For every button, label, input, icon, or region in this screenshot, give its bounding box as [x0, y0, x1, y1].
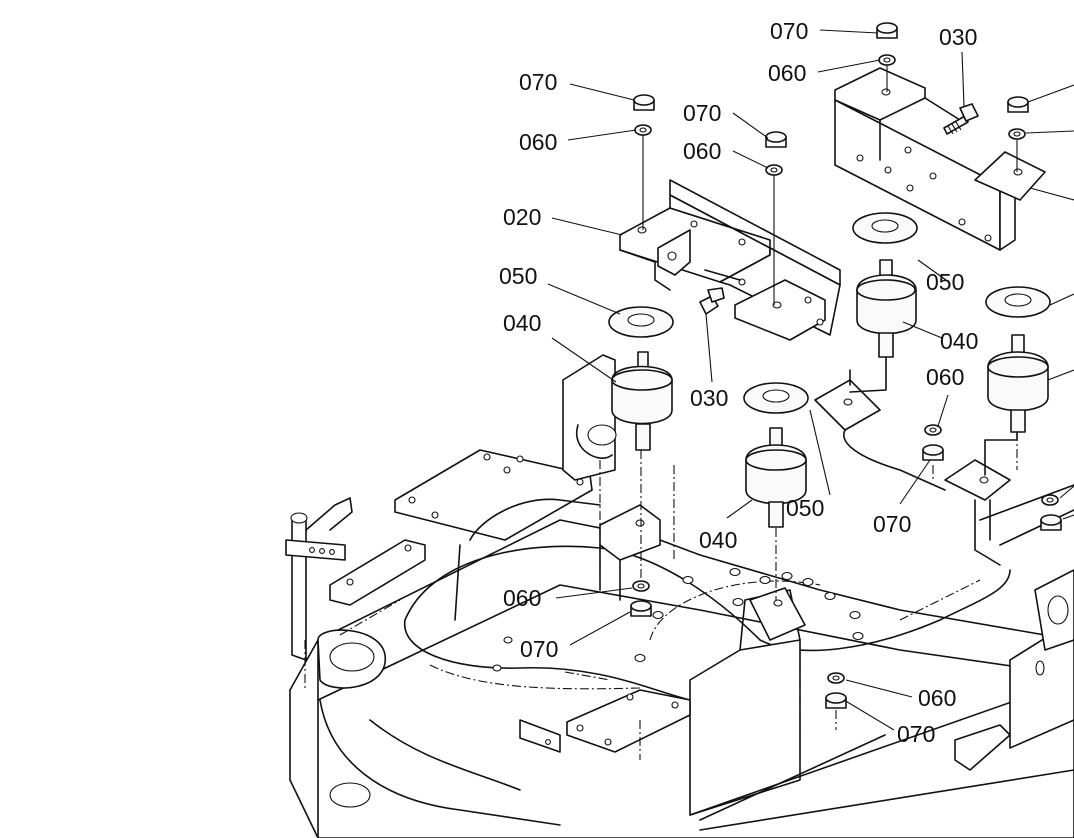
callout-c12: 050	[926, 269, 964, 295]
callout-c19: 070	[520, 636, 558, 662]
callout-labels: 070 060 030 070 060 070 060 020 050 040 …	[499, 18, 978, 747]
callout-c15: 050	[786, 495, 824, 521]
engine-bracket-left	[619, 179, 841, 341]
callout-c17: 040	[699, 527, 737, 553]
callout-c10: 040	[503, 310, 541, 336]
leader-lines	[547, 29, 1074, 731]
callout-c1: 070	[770, 18, 808, 44]
washer-050-c	[852, 212, 918, 244]
assembly-axis-lines	[640, 65, 1018, 730]
rubber-mount-040-b	[745, 427, 807, 528]
callout-c2: 060	[768, 60, 806, 86]
callout-c21: 070	[897, 721, 935, 747]
callout-c11: 030	[690, 385, 728, 411]
bolt-030-upper	[943, 103, 979, 135]
nuts-and-lockwashers	[630, 22, 1062, 709]
washer-050-d	[985, 286, 1051, 318]
washer-050-a	[608, 306, 674, 338]
callout-c4: 070	[519, 69, 557, 95]
callout-c9: 050	[499, 263, 537, 289]
callout-c5: 060	[519, 129, 557, 155]
frame-holes	[492, 567, 864, 672]
rubber-mount-040-d	[987, 334, 1049, 433]
rubber-mount-040-c	[856, 259, 917, 358]
callout-c7: 060	[683, 138, 721, 164]
callout-c6: 070	[683, 100, 721, 126]
bolt-030-lower	[699, 287, 725, 315]
callout-c16: 070	[873, 511, 911, 537]
callout-c20: 060	[918, 685, 956, 711]
callout-c3: 030	[939, 24, 977, 50]
rubber-mount-040-a	[611, 351, 673, 451]
frame-assembly	[285, 354, 1074, 838]
callout-c18: 060	[503, 585, 541, 611]
washer-050-b	[743, 382, 809, 414]
engine-bracket-right	[834, 67, 1046, 251]
callout-c14: 060	[926, 364, 964, 390]
callout-c8: 020	[503, 204, 541, 230]
callout-c13: 040	[940, 328, 978, 354]
